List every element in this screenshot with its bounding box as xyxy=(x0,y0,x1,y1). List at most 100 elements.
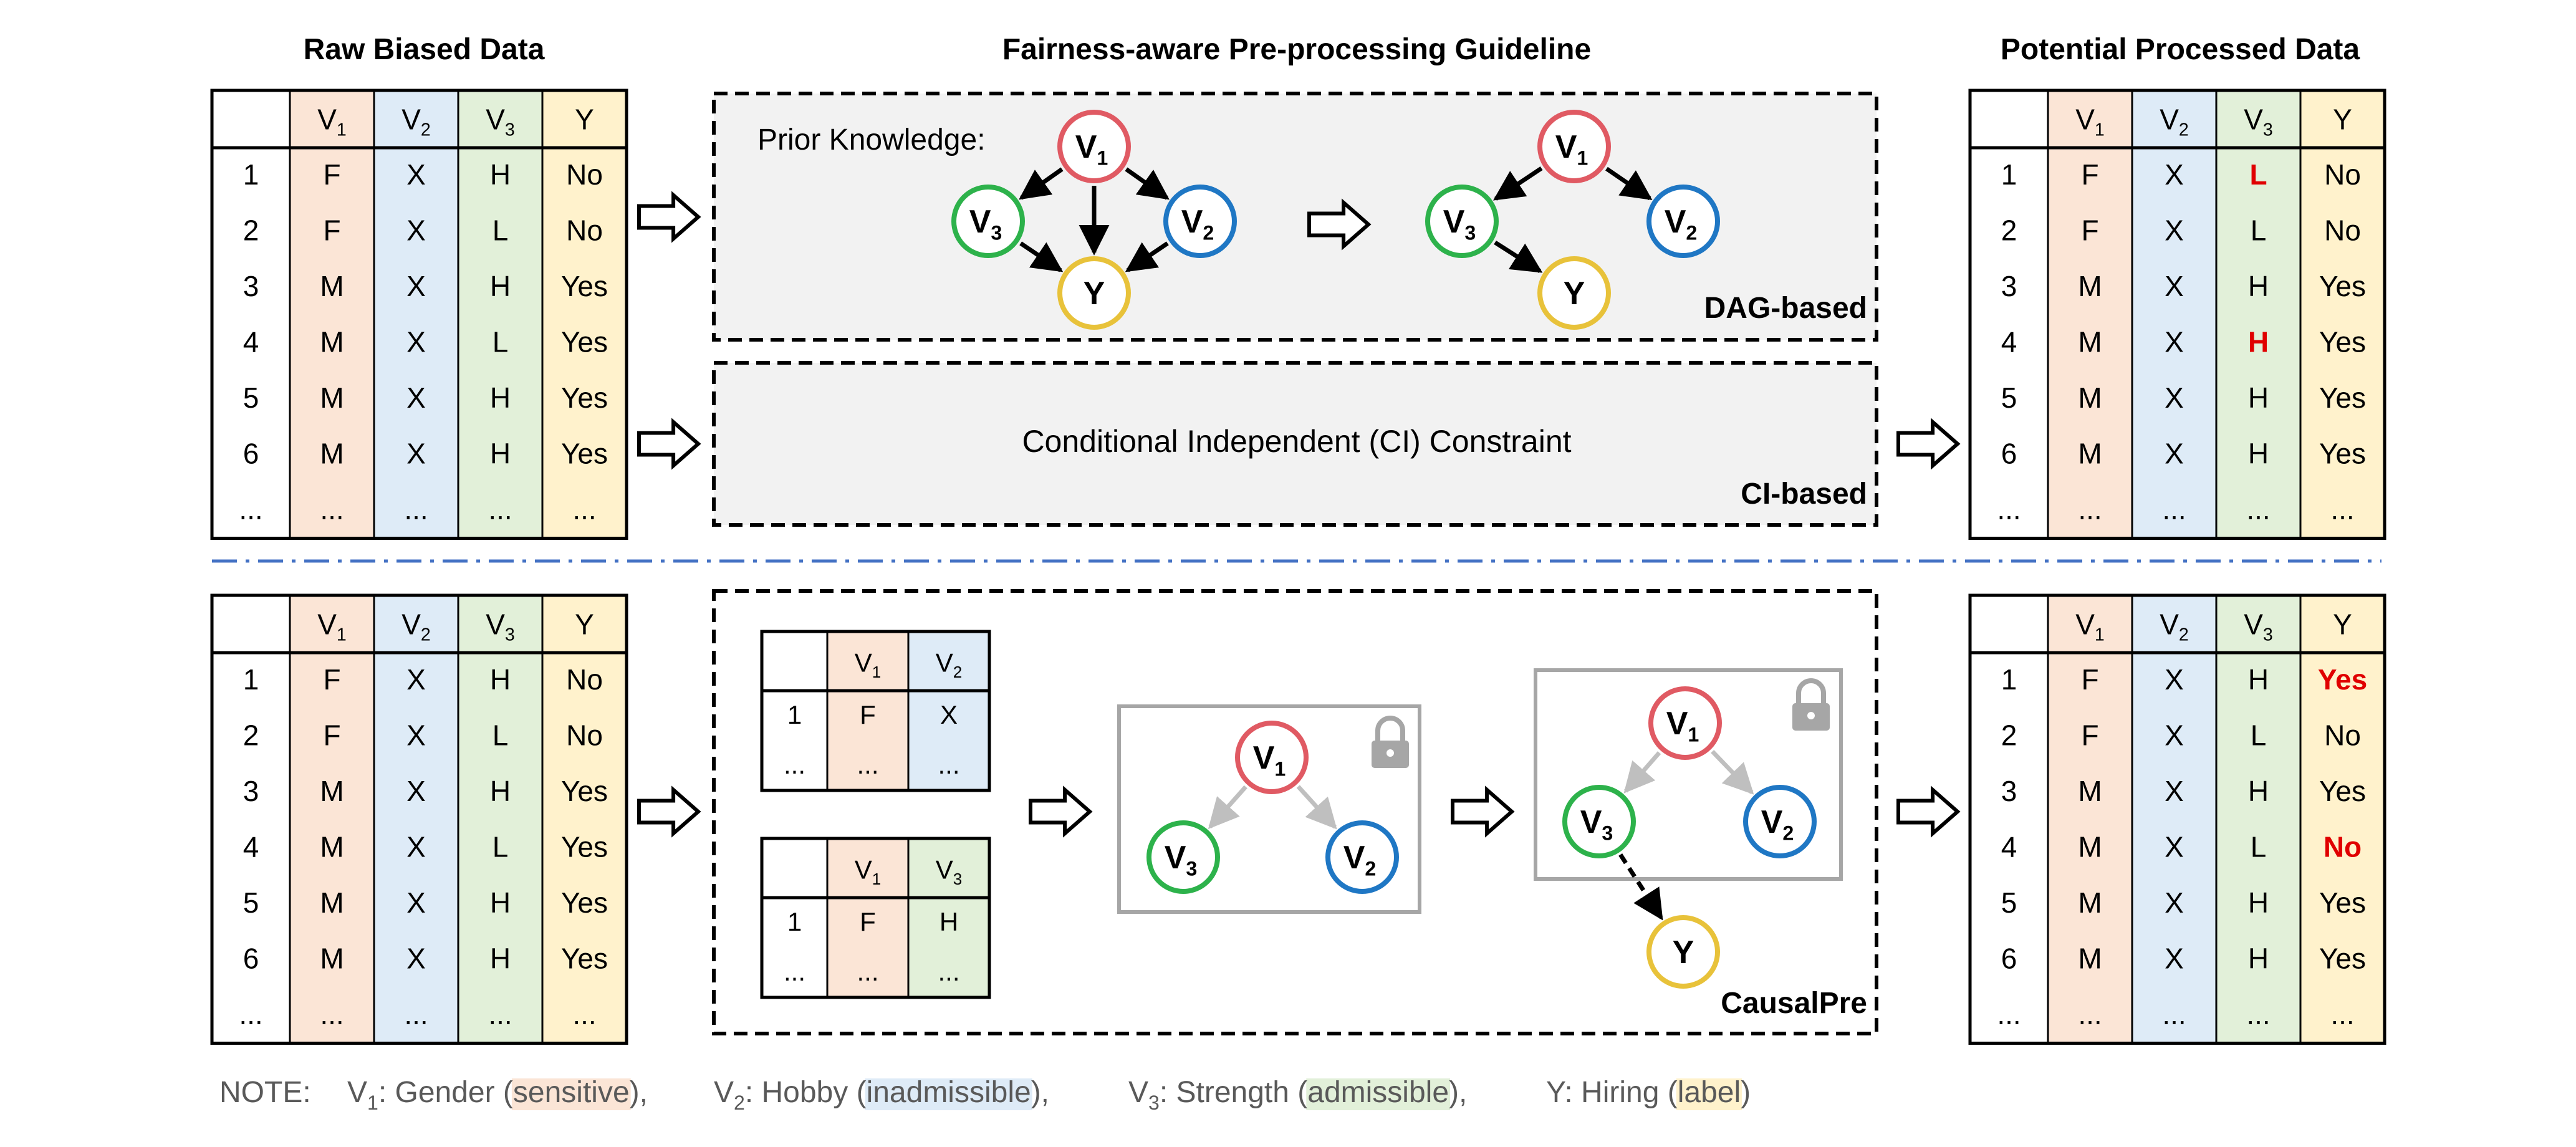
table-cell: No xyxy=(2324,719,2361,752)
graph-edge xyxy=(1493,166,1543,201)
table-cell: ... xyxy=(938,957,959,986)
column-shade xyxy=(827,838,908,997)
row-index: 4 xyxy=(2001,326,2017,358)
table-cell: ... xyxy=(938,750,959,779)
column-shade xyxy=(2048,595,2132,1044)
table-cell: L xyxy=(493,719,509,752)
table-cell: No xyxy=(2324,158,2361,191)
table-cell: L xyxy=(2249,158,2267,191)
table-cell: ... xyxy=(2078,998,2102,1030)
table-cell: ... xyxy=(2162,998,2186,1030)
column-shade xyxy=(2132,595,2216,1044)
table-cell: X xyxy=(2165,382,2184,414)
table-cell: No xyxy=(2324,831,2362,863)
title-raw-biased-data: Raw Biased Data xyxy=(304,33,545,66)
table-cell: Yes xyxy=(561,326,608,358)
table-cell: H xyxy=(2248,663,2269,696)
svg-text:V3: V3 xyxy=(1580,804,1613,844)
table-cell: No xyxy=(566,214,603,247)
table-cell: Yes xyxy=(2319,886,2366,919)
column-shade xyxy=(374,90,458,539)
table-cell: No xyxy=(566,663,603,696)
table-cell: L xyxy=(2251,214,2267,247)
row-index: 1 xyxy=(2001,663,2017,696)
table-cell: Yes xyxy=(2319,270,2366,302)
table-cell: X xyxy=(406,326,426,358)
table-cell: Yes xyxy=(2319,326,2366,358)
graph-edge xyxy=(1494,240,1543,273)
table-cell: X xyxy=(2165,158,2184,191)
column-header: V2 xyxy=(2160,103,2189,140)
graph-edge xyxy=(1623,751,1661,794)
column-header: V1 xyxy=(317,103,347,140)
table-cell: F xyxy=(323,158,340,191)
row-index: 2 xyxy=(2001,214,2017,247)
table-cell: M xyxy=(320,438,344,470)
table-cell: H xyxy=(2248,326,2269,358)
node-v2: V2 xyxy=(1163,185,1237,258)
row-index: ... xyxy=(1997,998,2021,1030)
column-shade xyxy=(290,595,374,1044)
table-cell: Yes xyxy=(2319,438,2366,470)
table-cell: X xyxy=(406,831,426,863)
table-cell: X xyxy=(2165,719,2184,752)
svg-text:V1: V1 xyxy=(1666,706,1699,746)
table-cell: M xyxy=(320,775,344,807)
svg-text:V2: V2 xyxy=(1665,204,1698,244)
row-index: 6 xyxy=(2001,438,2017,470)
graph-edge xyxy=(1125,167,1170,200)
legend-note: NOTE:V1: Gender (sensitive),V2: Hobby (i… xyxy=(219,1076,1751,1114)
table-cell: F xyxy=(323,663,340,696)
svg-text:V1: V1 xyxy=(1253,740,1286,780)
table-cell: H xyxy=(490,438,511,470)
table-cell: Yes xyxy=(2319,775,2366,807)
column-header: V1 xyxy=(2075,608,2105,645)
table-cell: F xyxy=(2081,214,2098,247)
locked-graph-frame-1 xyxy=(1117,704,1421,914)
table-cell: M xyxy=(2078,886,2102,919)
table-cell: H xyxy=(490,158,511,191)
row-index: 5 xyxy=(2001,382,2017,414)
node-v2: V2 xyxy=(1325,820,1399,894)
graph-edge xyxy=(1019,241,1064,272)
legend-highlight xyxy=(511,1078,631,1110)
node-y: Y xyxy=(1057,256,1131,330)
column-shade xyxy=(542,90,627,539)
column-header: V2 xyxy=(401,103,431,140)
table-cell: X xyxy=(406,943,426,975)
table-cell: H xyxy=(2248,775,2269,807)
ci-based-label: CI-based xyxy=(1741,478,1867,511)
table-cell: X xyxy=(406,663,426,696)
table-cell: Yes xyxy=(561,438,608,470)
graph-edge xyxy=(1605,166,1653,201)
table-cell: F xyxy=(323,719,340,752)
svg-text:Y: Y xyxy=(1673,934,1694,971)
table-cell: F xyxy=(323,214,340,247)
graph-edge xyxy=(1019,167,1064,200)
legend-highlight xyxy=(1306,1078,1451,1110)
prior-knowledge-label: Prior Knowledge: xyxy=(757,123,986,156)
svg-text:V3: V3 xyxy=(1165,840,1198,880)
table-cell: X xyxy=(2165,831,2184,863)
table-cell: No xyxy=(566,719,603,752)
node-v3: V3 xyxy=(1425,185,1499,258)
row-index: 3 xyxy=(2001,270,2017,302)
row-index: 1 xyxy=(243,663,259,696)
node-v1: V1 xyxy=(1057,110,1131,183)
table-cell: ... xyxy=(2330,493,2354,526)
row-index: 6 xyxy=(243,438,259,470)
column-shade xyxy=(458,595,542,1044)
row-index: 2 xyxy=(2001,719,2017,752)
column-header: Y xyxy=(2333,103,2352,136)
column-shade xyxy=(542,595,627,1044)
column-shade xyxy=(2216,595,2300,1044)
column-header: V3 xyxy=(486,608,515,645)
graph-edge xyxy=(1208,785,1247,830)
